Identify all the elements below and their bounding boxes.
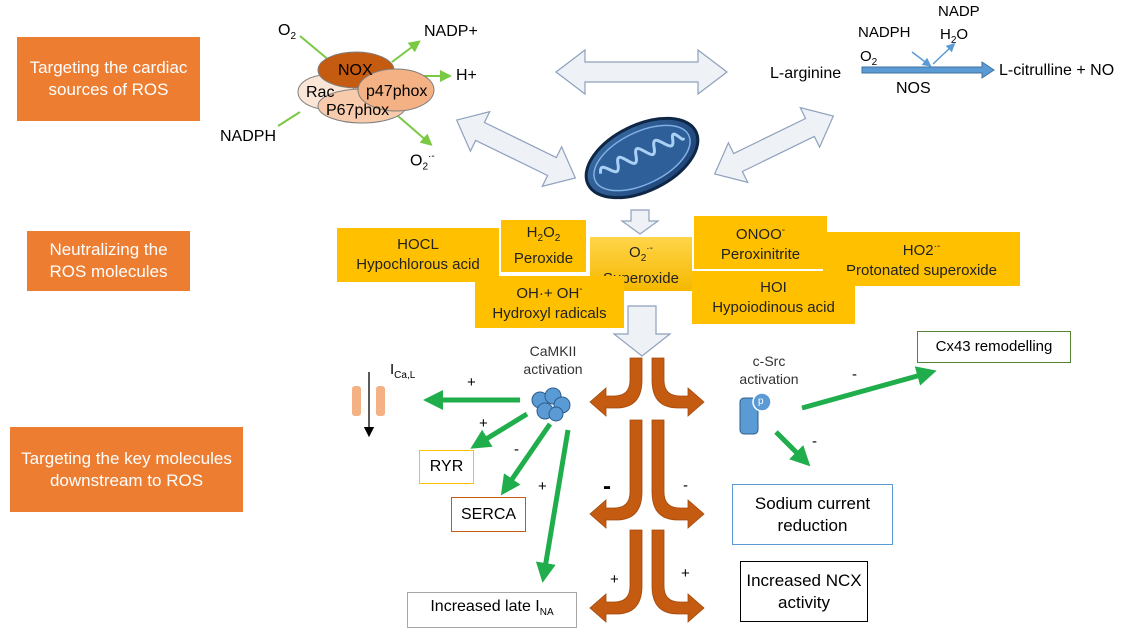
label-neutralizing: Neutralizing the ROS molecules [27, 231, 190, 291]
camkii-label: CaMKII activation [523, 343, 583, 377]
p47phox-label: p47phox [366, 83, 428, 100]
sign-minus-right: - [683, 477, 688, 494]
nox-o2-input: O2 [278, 22, 297, 43]
ca-channel-icon [352, 372, 385, 438]
c-src-icon [739, 392, 772, 435]
double-arrow-top [555, 48, 728, 96]
arrow-camkii-late-ina [535, 429, 571, 583]
sign-plus-ryr: + [479, 415, 488, 432]
arrow-camkii-serca [500, 422, 553, 496]
down-arrow-mito [620, 209, 660, 235]
brown-branch-arrows [589, 357, 705, 623]
double-arrow-right [713, 106, 835, 184]
sign-minus-serca: - [514, 441, 519, 458]
sign-plus-late-ina: + [538, 478, 547, 495]
label-downstream: Targeting the key molecules downstream t… [10, 427, 243, 512]
box-sodium-current: Sodium current reduction [732, 484, 893, 545]
arrow-csrc-sodium [774, 430, 811, 467]
label-cardiac-sources: Targeting the cardiac sources of ROS [17, 37, 200, 121]
nos-nadp: NADP [938, 3, 980, 20]
double-arrow-left [455, 110, 577, 188]
nos-product: L-citrulline + NO [999, 62, 1115, 79]
box-ryr: RYR [419, 450, 474, 484]
box-late-ina: Increased late INA [407, 592, 577, 628]
nos-arrows [861, 42, 995, 79]
double-arrows [455, 48, 835, 357]
mitochondrion-icon [584, 116, 700, 200]
nos-enzyme-label: NOS [896, 80, 931, 97]
sign-plus-left-bottom: + [610, 571, 619, 588]
nox-nadph: NADPH [220, 128, 277, 145]
p-badge-label: p [758, 396, 764, 407]
nos-nadph: NADPH [858, 24, 911, 41]
arrow-camkii-ryr [470, 411, 529, 449]
nos-h2o: H2O [940, 26, 969, 46]
down-arrow-ros [612, 305, 672, 357]
sign-minus-big: - [603, 473, 611, 500]
nos-main-arrow [861, 61, 995, 79]
sign-plus-right-bottom: + [681, 565, 690, 582]
box-ncx-activity: Increased NCX activity [740, 561, 868, 622]
box-cx43-remodelling: Cx43 remodelling [917, 331, 1071, 363]
nox-complex [297, 51, 435, 124]
csrc-label: c-Src activation [739, 353, 799, 387]
ros-box-peroxide: H2O2 Peroxide [501, 220, 586, 272]
green-downstream-arrows [423, 366, 937, 583]
ical-label: ICa,L [390, 361, 416, 381]
camkii-icon [531, 387, 571, 422]
nox-label: NOX [338, 62, 373, 79]
sign-minus-sodium: - [812, 433, 817, 450]
rac-label: Rac [306, 84, 335, 101]
ros-box-peroxinitrite: ONOO- Peroxinitrite [694, 216, 827, 269]
nox-nadp-plus: NADP+ [424, 23, 478, 40]
sign-minus-cx43: - [852, 366, 857, 383]
sign-plus-ical: + [467, 374, 476, 391]
ros-box-protonated-superoxide: HO2·- Protonated superoxide [823, 232, 1020, 286]
box-serca: SERCA [451, 497, 526, 532]
ros-box-hydroxyl: OH·+ OH- Hydroxyl radicals [475, 276, 624, 328]
nox-superoxide-output: O2·- [410, 151, 435, 173]
nos-l-arginine: L-arginine [770, 65, 842, 82]
nox-h-plus: H+ [456, 67, 477, 84]
p47phox-ellipse [357, 68, 435, 112]
arrow-csrc-cx43 [801, 366, 937, 411]
p67phox-label: P67phox [326, 102, 390, 119]
nos-o2: O2 [860, 48, 878, 68]
